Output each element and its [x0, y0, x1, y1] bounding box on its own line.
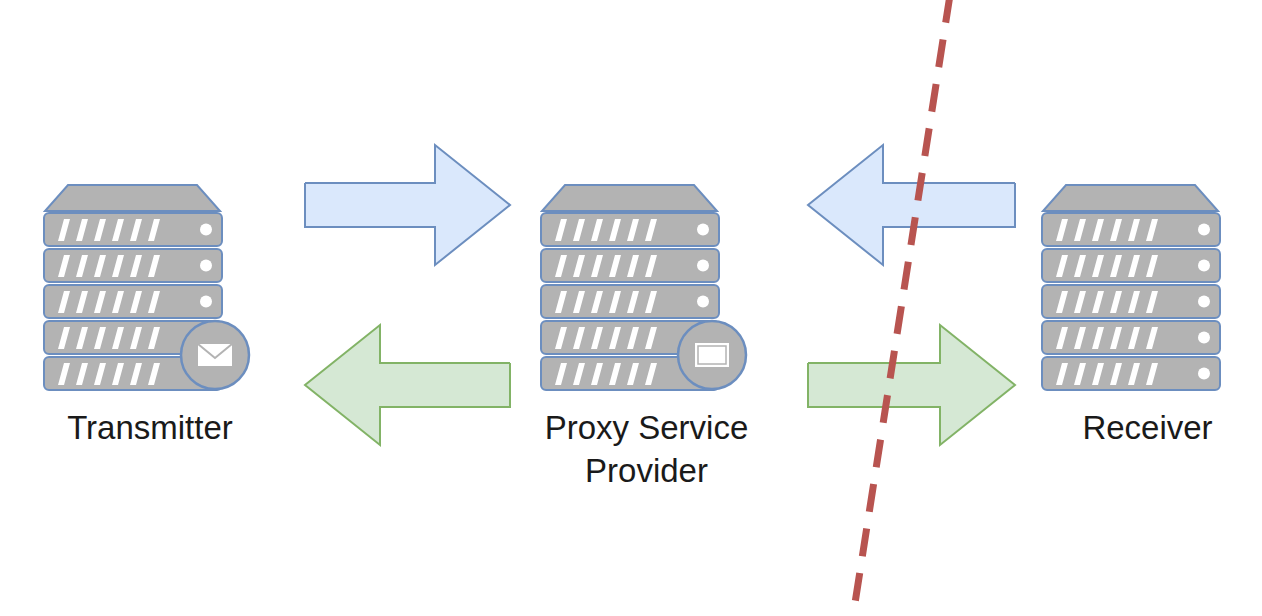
node-label: Receiver [1082, 407, 1212, 450]
node-label: Proxy Service Provider [515, 407, 778, 493]
server-node: Receiver [1040, 181, 1255, 450]
block-arrow [808, 325, 1015, 445]
block-arrow [305, 325, 510, 445]
server-icon [537, 181, 757, 393]
boundary-line [853, 0, 950, 616]
node-label: Transmitter [67, 407, 233, 450]
block-arrow [808, 145, 1015, 265]
server-icon [40, 181, 260, 393]
server-node: Transmitter [15, 181, 285, 450]
block-arrow [305, 145, 510, 265]
server-icon [1038, 181, 1258, 393]
server-node: Proxy Service Provider [515, 181, 778, 493]
